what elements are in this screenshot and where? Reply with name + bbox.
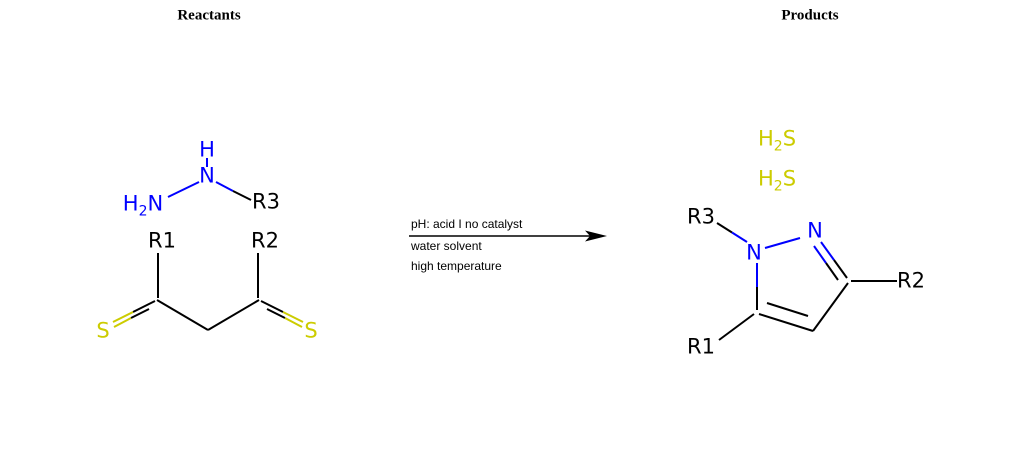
pyrazole-r2-label: R2 [897,268,925,293]
hydrazine-r3-label: R3 [252,189,280,214]
h2s-byproduct-2-label: H2S [757,166,797,194]
h2s2-subscript: 2 [773,178,783,195]
hydrazine-h2n-label: H2N [122,191,164,219]
condition-temperature: high temperature [411,259,502,273]
products-header: Products [781,7,839,24]
h2n-n: N [147,191,164,216]
reaction-arrow [409,230,607,242]
dithione-r2-label: R2 [251,228,279,253]
pyrazole-n2-label: N [807,218,823,243]
h2s1-h: H [757,126,774,151]
pyrazole-n1-label: N [746,240,762,265]
condition-solvent: water solvent [411,239,482,253]
pyrazole-bonds [716,222,897,341]
h2s2-h: H [757,166,774,191]
reactants-header: Reactants [177,7,241,24]
hydrazine-nitrogen-label: N [199,163,215,188]
pyrazole-r3-label: R3 [687,204,715,229]
pyrazole-r1-label: R1 [687,334,715,359]
h2n-subscript: 2 [138,203,148,220]
hydrazine-bonds [167,158,252,201]
h2n-h: H [122,191,139,216]
h2s1-s: S [782,126,797,151]
h2s2-s: S [782,166,797,191]
dithione-bonds [112,253,304,331]
dithione-r1-label: R1 [148,228,176,253]
arrowhead [585,230,607,242]
dithione-sulfur-right-label: S [304,318,318,343]
h2s1-subscript: 2 [773,138,783,155]
h2s-byproduct-1-label: H2S [757,126,797,154]
dithione-sulfur-left-label: S [96,318,110,343]
condition-ph-catalyst: pH: acid I no catalyst [411,217,523,231]
hydrazine-nh-hydrogen-label: H [199,137,215,162]
